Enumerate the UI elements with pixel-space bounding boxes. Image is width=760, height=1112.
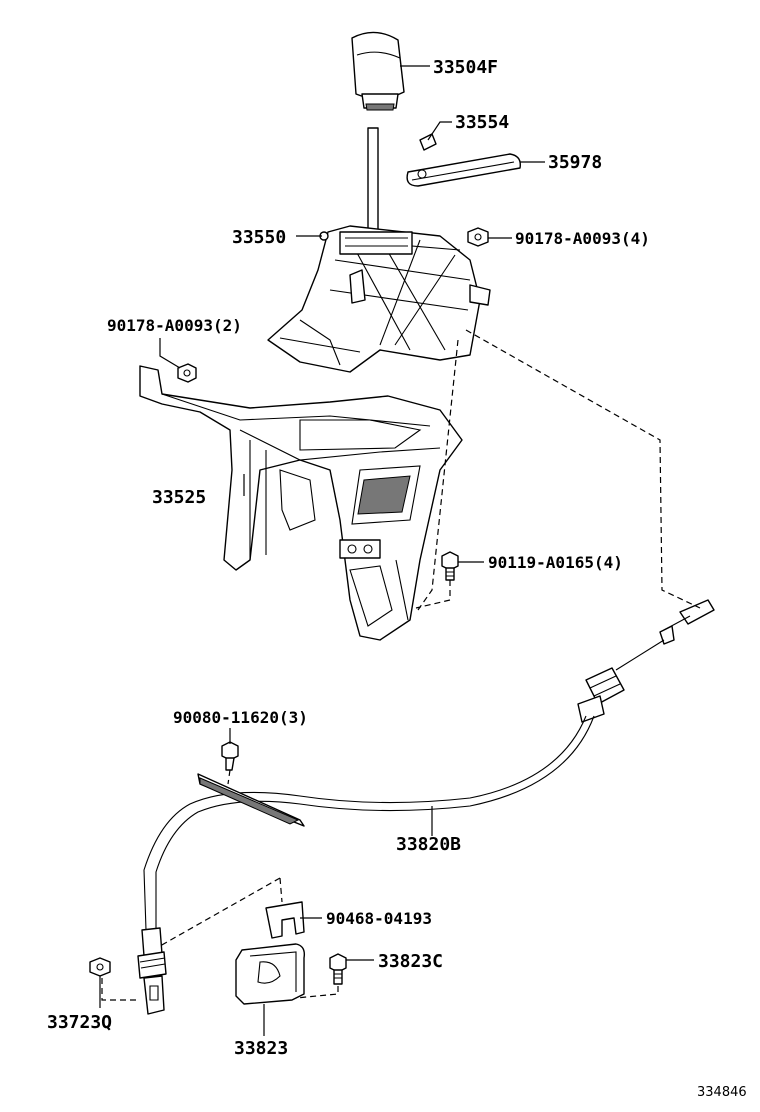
- shift-lever-assembly[interactable]: [267, 225, 491, 373]
- label-bolt-bracket: 90119-A0165(4): [488, 553, 623, 572]
- nut-upper[interactable]: [467, 227, 489, 247]
- nut-left[interactable]: [177, 363, 197, 383]
- clip-part[interactable]: [419, 133, 437, 151]
- label-33723q: 33723Q: [47, 1012, 112, 1033]
- shift-lever-rod: [367, 127, 379, 241]
- label-33823: 33823: [234, 1038, 288, 1059]
- label-nut-upper: 90178-A0093(4): [515, 229, 650, 248]
- cable-bracket[interactable]: [235, 943, 306, 1005]
- indicator-plate[interactable]: [406, 153, 521, 187]
- shift-knob[interactable]: [351, 31, 405, 111]
- label-33823c: 33823C: [378, 951, 443, 972]
- label-retainer-clip: 90468-04193: [326, 909, 432, 928]
- retainer-clip[interactable]: [265, 901, 305, 939]
- label-33504f: 33504F: [433, 57, 498, 78]
- label-33820b: 33820B: [396, 834, 461, 855]
- label-33554: 33554: [455, 112, 509, 133]
- nut-cable-end[interactable]: [89, 957, 111, 977]
- label-bolt-cable: 90080-11620(3): [173, 708, 308, 727]
- label-33550: 33550: [232, 227, 286, 248]
- label-33525: 33525: [152, 487, 206, 508]
- bolt-cable[interactable]: [221, 741, 239, 771]
- leader-lines: [99, 65, 545, 1036]
- label-35978: 35978: [548, 152, 602, 173]
- shift-cable[interactable]: [137, 599, 715, 1015]
- shift-bracket[interactable]: [139, 365, 463, 641]
- bolt-bracket[interactable]: [441, 551, 459, 581]
- assembly-lines: [101, 329, 701, 1001]
- diagram-ref-number: 334846: [697, 1085, 747, 1100]
- label-nut-left: 90178-A0093(2): [107, 316, 242, 335]
- bolt-bracket-lower[interactable]: [329, 953, 347, 985]
